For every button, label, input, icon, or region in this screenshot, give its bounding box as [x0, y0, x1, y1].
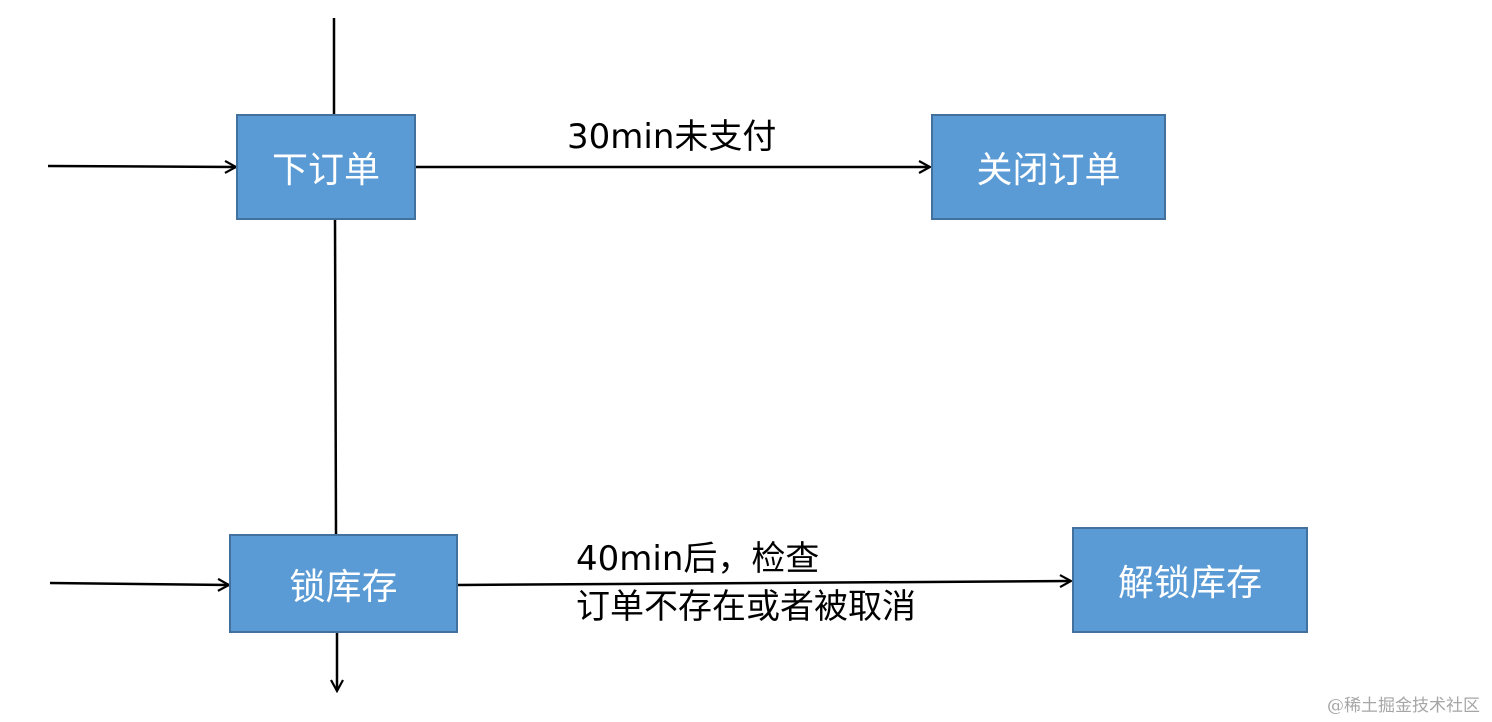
node-unlock-stock: 解锁库存	[1072, 527, 1308, 633]
watermark: @稀土掘金技术社区	[1327, 696, 1480, 716]
edge-label-30min: 30min未支付	[567, 117, 777, 157]
edge-label-40min-line1: 40min后，检查	[576, 539, 820, 579]
node-lock-stock-label: 锁库存	[289, 566, 398, 608]
node-close-order: 关闭订单	[931, 114, 1166, 220]
incoming-arrow-place-order	[47, 166, 236, 167]
node-place-order-label: 下订单	[271, 150, 380, 191]
arrow-lock-to-unlock	[457, 581, 1071, 585]
node-unlock-stock-label: 解锁库存	[1117, 563, 1262, 604]
node-close-order-label: 关闭订单	[976, 150, 1121, 191]
node-lock-stock: 锁库存	[229, 534, 458, 633]
incoming-arrow-lock-stock	[49, 583, 229, 585]
vertical-connector-place-to-lock	[333, 219, 338, 535]
node-place-order: 下订单	[236, 114, 416, 220]
edge-label-40min-line2: 订单不存在或者被取消	[576, 587, 916, 627]
